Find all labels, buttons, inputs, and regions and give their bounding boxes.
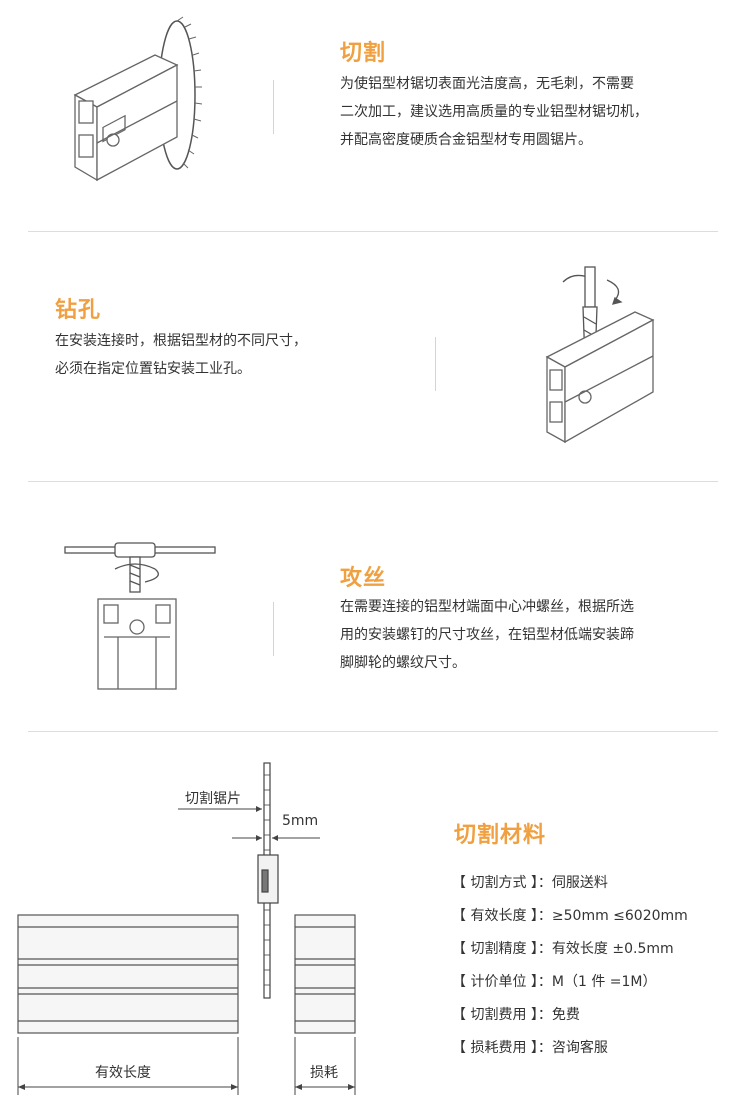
- cutting-separator: [273, 80, 274, 134]
- spec-row: 【 有效长度 】：≥50mm ≤6020mm: [452, 908, 688, 924]
- cutting-description: 为使铝型材锯切表面光洁度高，无毛刺，不需要 二次加工，建议选用高质量的专业铝型材…: [340, 70, 648, 154]
- drilling-separator: [435, 337, 436, 391]
- cutting-section: 切割 为使铝型材锯切表面光洁度高，无毛刺，不需要 二次加工，建议选用高质量的专业…: [0, 0, 750, 231]
- section-divider: [28, 731, 718, 732]
- cutting-line: 并配高密度硬质合金铝型材专用圆锯片。: [340, 132, 592, 148]
- spec-row: 【 计价单位 】：M（1 件 =1M）: [452, 974, 657, 990]
- spec-row: 【 损耗费用 】：咨询客服: [452, 1040, 608, 1056]
- material-title: 切割材料: [454, 823, 547, 848]
- material-spec-list: 【 切割方式 】：伺服送料 【 有效长度 】：≥50mm ≤6020mm 【 切…: [452, 870, 688, 1068]
- tapping-line: 用的安装螺钉的尺寸攻丝，在铝型材低端安装蹄: [340, 627, 634, 643]
- tapping-title: 攻丝: [340, 566, 387, 591]
- tapping-separator: [273, 602, 274, 656]
- spec-row: 【 切割方式 】：伺服送料: [452, 875, 608, 891]
- drilling-description: 在安装连接时，根据铝型材的不同尺寸， 必须在指定位置钻安装工业孔。: [55, 327, 307, 383]
- drilling-line: 必须在指定位置钻安装工业孔。: [55, 361, 251, 377]
- tap-wrench-icon: [64, 542, 216, 593]
- drilling-section: 钻孔 在安装连接时，根据铝型材的不同尺寸， 必须在指定位置钻安装工业孔。: [0, 232, 750, 481]
- cutting-line: 二次加工，建议选用高质量的专业铝型材锯切机，: [340, 104, 648, 120]
- drilling-title: 钻孔: [55, 298, 102, 323]
- drilling-line: 在安装连接时，根据铝型材的不同尺寸，: [55, 333, 307, 349]
- tapping-description: 在需要连接的铝型材端面中心冲螺丝，根据所选 用的安装螺钉的尺寸攻丝，在铝型材低端…: [340, 593, 634, 677]
- cutting-line: 为使铝型材锯切表面光洁度高，无毛刺，不需要: [340, 76, 634, 92]
- section-divider: [28, 481, 718, 482]
- tapping-line: 在需要连接的铝型材端面中心冲螺丝，根据所选: [340, 599, 634, 615]
- tapping-line: 脚脚轮的螺纹尺寸。: [340, 655, 466, 671]
- spec-row: 【 切割精度 】：有效长度 ±0.5mm: [452, 941, 674, 957]
- spec-row: 【 切割费用 】：免费: [452, 1007, 580, 1023]
- cutting-title: 切割: [340, 41, 387, 66]
- blade-label: 切割锯片: [185, 791, 241, 807]
- cutting-diagram: [17, 762, 356, 1095]
- blade-icon: [257, 762, 279, 999]
- drilling-illustration: [545, 266, 655, 444]
- kerf-label: 5mm: [282, 813, 319, 829]
- section-divider: [28, 231, 718, 232]
- tapping-section: 攻丝 在需要连接的铝型材端面中心冲螺丝，根据所选 用的安装螺钉的尺寸攻丝，在铝型…: [0, 482, 750, 731]
- effective-length-label: 有效长度: [95, 1065, 151, 1081]
- loss-label: 损耗: [310, 1065, 338, 1081]
- tapping-illustration: [64, 542, 216, 690]
- saw-cutting-illustration: [73, 16, 203, 182]
